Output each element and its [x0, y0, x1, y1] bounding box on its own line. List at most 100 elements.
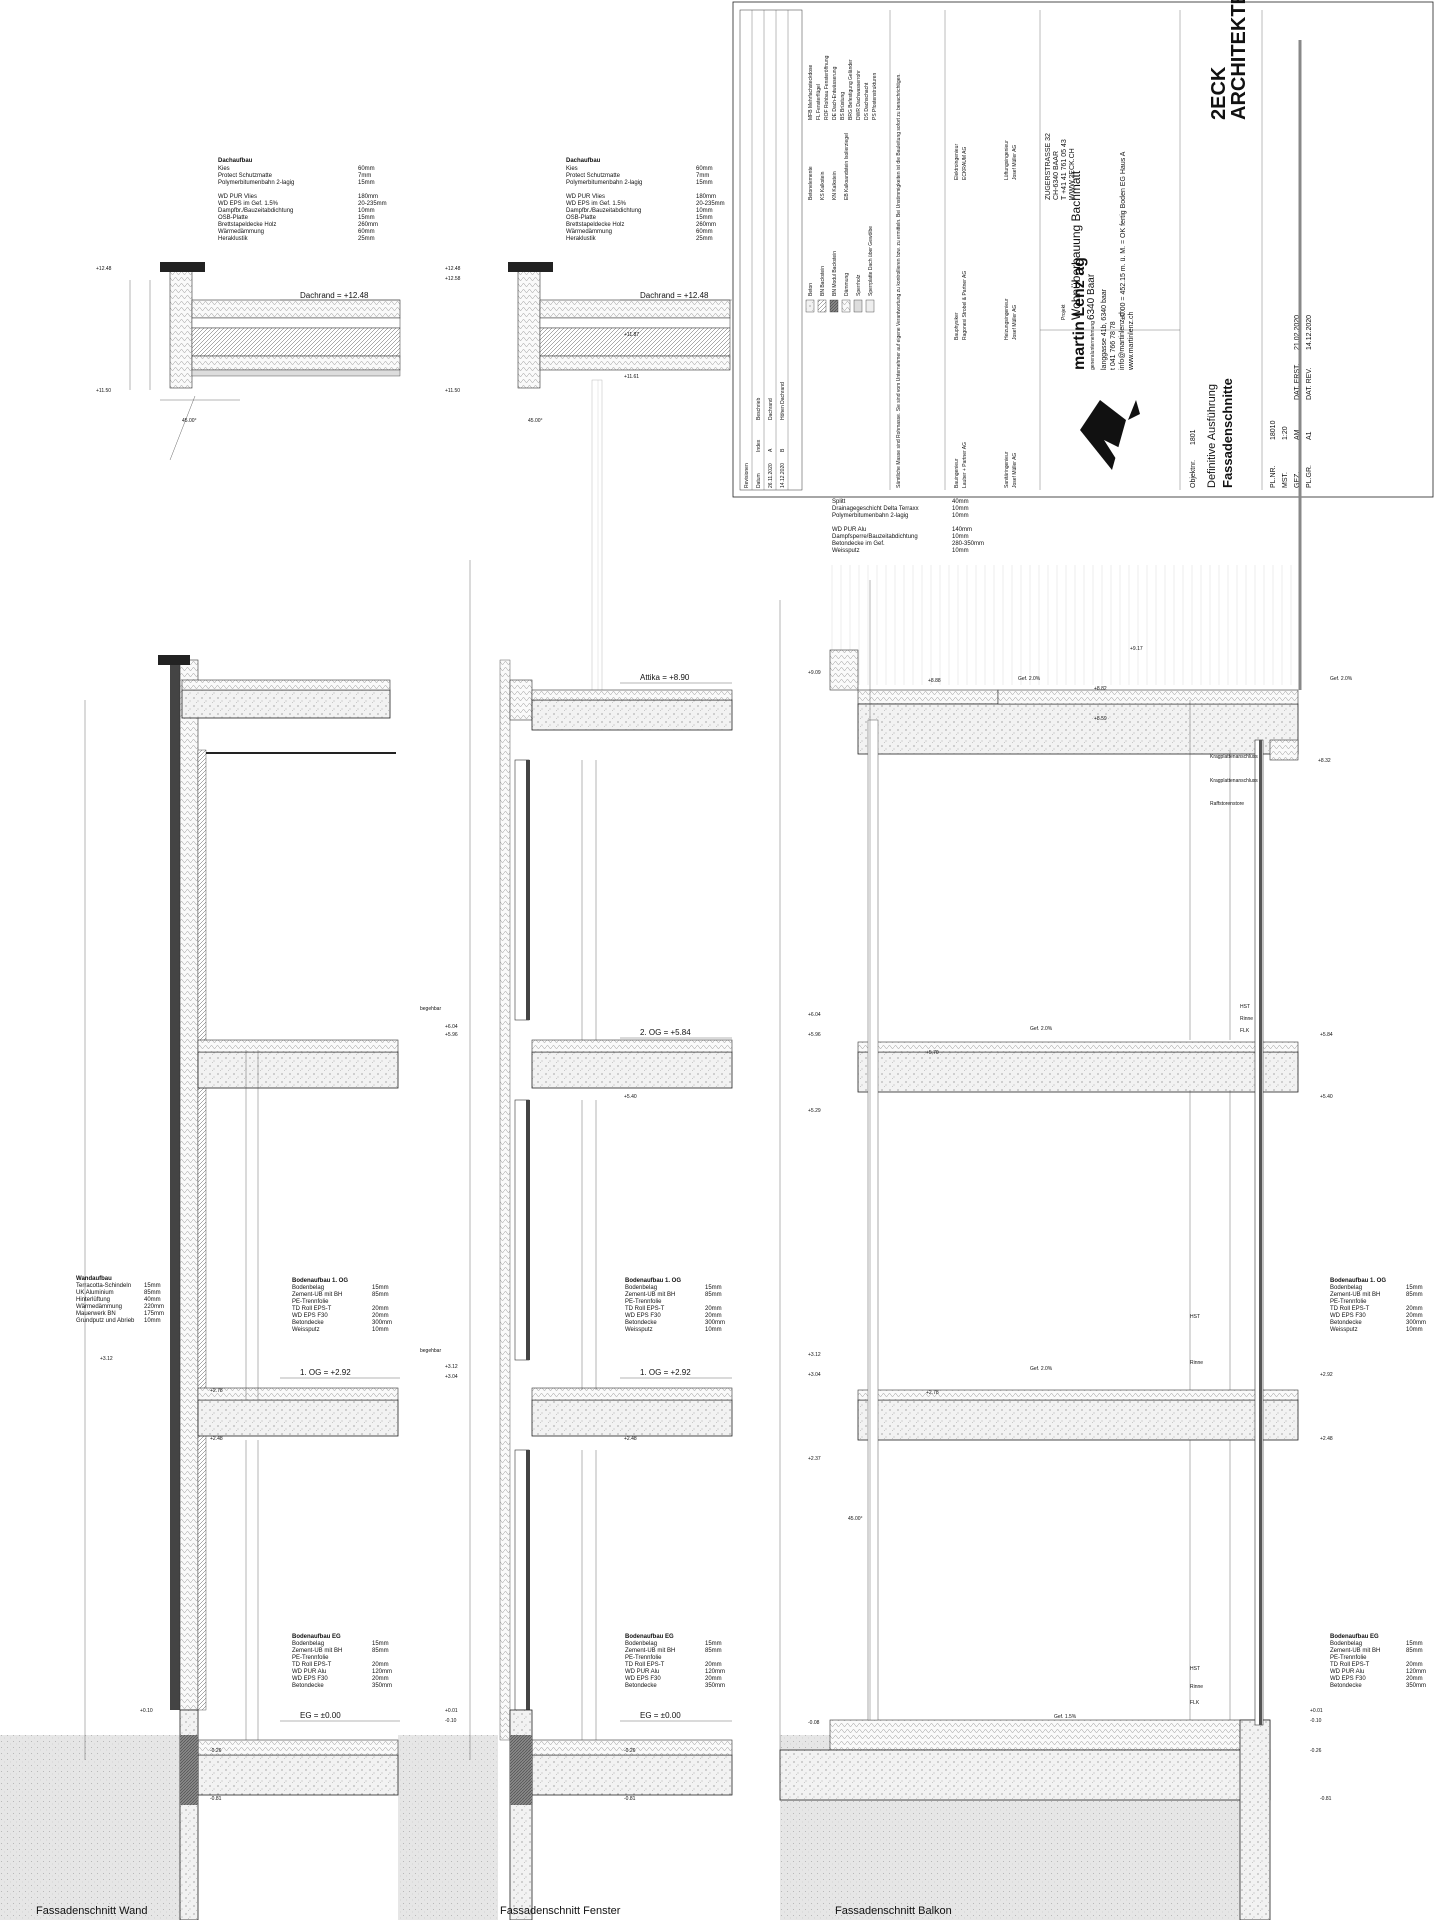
fenster-roof-detail — [508, 262, 731, 711]
wand-row-4-val: 175mm — [144, 1311, 164, 1317]
rev-head-3: Beschrieb — [756, 398, 762, 420]
dach-f-row-0: Kies — [566, 166, 578, 172]
kragplatte-1: Kragplattenanschluss — [1210, 754, 1258, 760]
plnr-label: PL.NR. — [1270, 465, 1277, 488]
bodeneg-f-row-6: Betondecke — [625, 1683, 657, 1689]
bodeneg-b-title: Bodenaufbau EG — [1330, 1634, 1379, 1640]
bodeneg-row-4-val: 120mm — [372, 1669, 392, 1675]
consult6: Josef Müller AG — [1012, 145, 1018, 180]
legend-2: BN Modul Backstein — [832, 251, 838, 296]
boden1-buildup-wand: Bodenaufbau 1. OG Bodenbelag 15mm Zement… — [292, 1278, 392, 1333]
balk-top-0: +9.17 — [1130, 646, 1143, 652]
consult5-head: Heizungsingenieur — [1004, 298, 1010, 340]
consult6-head: Lüftungsingenieur — [1004, 140, 1010, 180]
consult1-head: Bauingenieur — [954, 458, 960, 488]
dach-row-0: Kies — [218, 166, 230, 172]
bodeneg-f-row-0: Bodenbelag — [625, 1641, 657, 1647]
firm-tel: T +41 41 761 05 43 — [1061, 139, 1068, 200]
dach-f-row-5-val: 10mm — [696, 208, 713, 214]
caption-balkon: Fassadenschnitt Balkon — [835, 1905, 952, 1917]
bodeneg-b-row-1-val: 85mm — [1406, 1648, 1423, 1654]
og1-level3-f: +2.48 — [624, 1436, 637, 1442]
boden1-f-title: Bodenaufbau 1. OG — [625, 1278, 681, 1284]
roof-level-4-f: +11.50 — [445, 388, 460, 394]
dat-label: DAT. ERST. — [1294, 364, 1301, 400]
mst-label: MST. — [1282, 472, 1289, 488]
boden1-b-row-5: Betondecke — [1330, 1320, 1362, 1326]
client-sub: generalunternehmung — [1090, 321, 1096, 370]
roof-level-3-f: +11.61 — [624, 374, 639, 380]
section-balkon: Splitt 40mm Drainagegeschicht Delta Terr… — [779, 40, 1426, 1920]
roof-level-0-f: +12.48 — [445, 266, 461, 272]
balk-eg-0: +0.01 — [1310, 1708, 1323, 1714]
boden1-row-6-val: 10mm — [372, 1327, 389, 1333]
bodeneg-f-row-4: WD PUR Alu — [625, 1669, 659, 1675]
rev-row-0-desc: Dachrand — [768, 398, 774, 420]
balk-og1-3: +2.92 — [1320, 1372, 1333, 1378]
boden1-f-row-0-val: 15mm — [705, 1285, 722, 1291]
wand-row-3: Wärmedämmung — [76, 1304, 122, 1310]
bodeneg-f-title: Bodenaufbau EG — [625, 1634, 674, 1640]
terrasse-row-6: Weissputz — [832, 548, 860, 554]
rev-row-1-date: 14.12.2020 — [780, 463, 786, 488]
raffstore: Raffstorenstore — [1210, 801, 1244, 807]
client-logo-icon — [1080, 400, 1140, 470]
dach-row-3: WD PUR Vlies — [218, 194, 257, 200]
dach-f-row-2: Polymerbitumenbahn 2-lagig — [566, 180, 642, 186]
boden1-b-row-0-val: 15mm — [1406, 1285, 1423, 1291]
wand-row-5: Grundputz und Abrieb — [76, 1318, 135, 1324]
level-og2-fenster: 2. OG = +5.84 — [640, 1028, 691, 1037]
boden1-f-row-6-val: 10mm — [705, 1327, 722, 1333]
objekt-label: Objektnr. — [1190, 460, 1197, 488]
legend2-1: KS Kalkstein — [820, 171, 826, 200]
rinne-3: Rinne — [1190, 1684, 1203, 1690]
wand-row-2-val: 40mm — [144, 1297, 161, 1303]
boden1-b-row-0: Bodenbelag — [1330, 1285, 1362, 1291]
dach-row-1: Protect Schutzmatte — [218, 173, 273, 179]
plan-info: Objektnr. 1801 Definitive Ausführung Fas… — [1190, 378, 1235, 488]
boden1-row-4: WD EPS F30 — [292, 1313, 328, 1319]
terrasse-row-3-val: 140mm — [952, 527, 972, 533]
dach-f-row-1-val: 7mm — [696, 173, 709, 179]
abbr-3: DE Dach-Entwässerung — [832, 66, 838, 120]
boden1-b-row-6: Weissputz — [1330, 1327, 1358, 1333]
boden1-f-row-5-val: 300mm — [705, 1320, 725, 1326]
bodeneg-row-3: TD Roll EPS-T — [292, 1662, 332, 1668]
dach-row-5: Dampfbr./Bauzeitabdichtung — [218, 208, 293, 214]
balk-eg-2: -0.08 — [808, 1720, 820, 1726]
legend2-2: KN Kalkstein — [832, 171, 838, 200]
dach-row-6: OSB-Platte — [218, 215, 249, 221]
bodeneg-b-row-6-val: 350mm — [1406, 1683, 1426, 1689]
flk-1: FLK — [1240, 1028, 1250, 1034]
balk-top-3: +8.82 — [1094, 686, 1107, 692]
eg-level3-wand: -0.81 — [210, 1796, 222, 1802]
legend-3: Dämmung — [844, 273, 850, 296]
wand-row-2: Hinterlüftung — [76, 1297, 110, 1303]
terrasse-row-4: Dampfsperre/Bauzeitabdichtung — [832, 534, 918, 540]
balk-eg-4: -0.81 — [1320, 1796, 1332, 1802]
dach-row-5-val: 10mm — [358, 208, 375, 214]
boden1-row-3: TD Roll EPS-T — [292, 1306, 332, 1312]
wand-roof-detail — [129, 262, 401, 461]
bodeneg-b-row-5: WD EPS F30 — [1330, 1676, 1366, 1682]
terrasse-row-5-val: 280-350mm — [952, 541, 984, 547]
abbr-7: DS Dachschacht — [864, 82, 870, 120]
dach-row-1-val: 7mm — [358, 173, 371, 179]
eg-level2-wand: -0.26 — [210, 1748, 222, 1754]
bodeneg-buildup-wand: Bodenaufbau EG Bodenbelag 15mm Zement-UB… — [292, 1634, 392, 1689]
boden1-f-row-5: Betondecke — [625, 1320, 657, 1326]
dat: 21.02.2020 — [1294, 315, 1301, 350]
boden1-f-row-1: Zement-UB mit BH — [625, 1292, 675, 1298]
consult5: Josef Müller AG — [1012, 305, 1018, 340]
og2-level3-f: +5.40 — [624, 1094, 637, 1100]
boden1-b-row-3: TD Roll EPS-T — [1330, 1306, 1370, 1312]
dach-title-f: Dachaufbau — [566, 158, 601, 164]
abbr-8: PS Pfostenstrukturen — [872, 73, 878, 120]
dach-row-2-val: 15mm — [358, 180, 375, 186]
boden1-b-row-6-val: 10mm — [1406, 1327, 1423, 1333]
level-og1-fenster: 1. OG = +2.92 — [640, 1368, 691, 1377]
boden1-row-1: Zement-UB mit BH — [292, 1292, 342, 1298]
bodeneg-f-row-1: Zement-UB mit BH — [625, 1648, 675, 1654]
og1-level-wand: +3.12 — [100, 1356, 113, 1362]
angle-balkon: 45.00° — [848, 1516, 863, 1522]
